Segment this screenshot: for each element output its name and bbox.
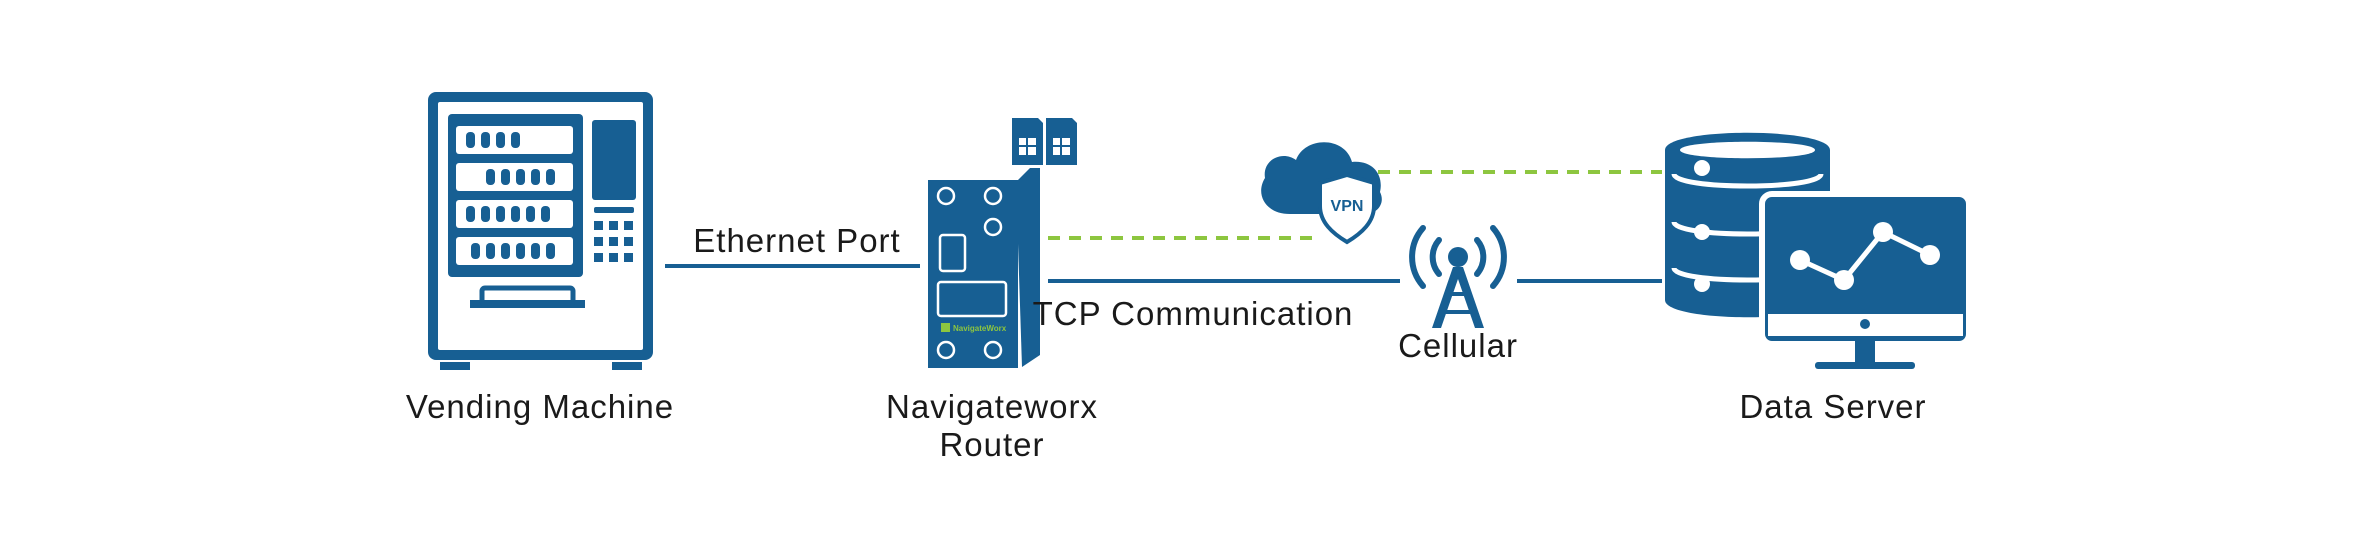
monitor-chart-icon (1759, 191, 1972, 369)
cellular-label: Cellular (1398, 327, 1518, 364)
router-label-line1: Navigateworx (886, 388, 1098, 425)
sim-card-icon (1012, 118, 1077, 165)
vpn-cloud-icon: VPN (1261, 142, 1382, 245)
vending-machine-label: Vending Machine (406, 388, 674, 425)
cell-tower-icon (1409, 225, 1507, 328)
ethernet-port-label: Ethernet Port (693, 222, 900, 259)
router-label-line2: Router (939, 426, 1044, 463)
vending-machine-icon (428, 92, 653, 370)
router-brand-label: NavigateWorx (953, 324, 1007, 333)
tcp-communication-label: TCP Communication (1033, 295, 1354, 332)
data-server-label: Data Server (1739, 388, 1926, 425)
router-icon: NavigateWorx (928, 168, 1040, 368)
vpn-label: VPN (1331, 198, 1364, 215)
